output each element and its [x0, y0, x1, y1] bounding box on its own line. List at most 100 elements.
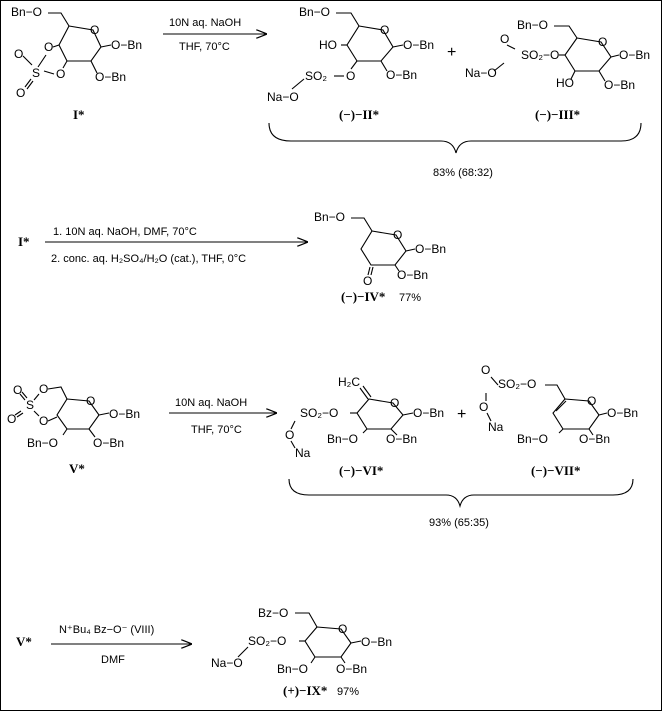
compound-VI: H₂C O O−Bn O−Bn Bn−O SO₂−O O Na (−)−VI* [285, 375, 444, 478]
oxygen-label: O [346, 69, 355, 83]
sulfate-oxygen: O [39, 414, 48, 428]
o-bn-label: O−Bn [397, 268, 428, 282]
o-bn-label: O−Bn [336, 662, 367, 676]
compound-II: Bn−O O O−Bn O−Bn HO O SO₂ Na−O (−)−II* [267, 5, 434, 122]
yield-reaction-2: 77% [399, 292, 421, 304]
sulfate-oxygen: O [14, 47, 23, 61]
bn-o-label: Bn−O [277, 662, 308, 676]
so2-o-label: SO₂−O [300, 406, 338, 420]
o-bn-label: O−Bn [403, 38, 434, 52]
ring-oxygen: O [380, 23, 389, 37]
sulfate-oxygen: O [7, 412, 16, 426]
compound-IX: Bz−O O O−Bn O−Bn Bn−O SO₂−O Na−O (+)−IX*… [211, 606, 392, 698]
reagent-naoh: 10N aq. NaOH [169, 17, 241, 29]
oxygen-label: O [481, 363, 490, 377]
compound-IV: Bn−O O O−Bn O−Bn O (−)−IV* 77% [314, 210, 446, 304]
bn-o-label: Bn−O [517, 432, 548, 446]
compound-label-VI: (−)−VI* [339, 463, 383, 478]
o-bn-label: O−Bn [93, 436, 124, 450]
o-bn-label: O−Bn [95, 70, 126, 84]
sulfate-oxygen: O [44, 40, 53, 54]
reaction-arrow-1: 10N aq. NaOH THF, 70°C [163, 17, 266, 53]
hydroxyl-label: HO [556, 76, 574, 90]
compound-label-IV: (−)−IV* [341, 289, 385, 304]
compound-label-V: V* [69, 461, 85, 476]
bn-o-label: Bn−O [327, 432, 358, 446]
ketone-oxygen: O [363, 274, 372, 288]
bz-o-label: Bz−O [258, 606, 288, 620]
product-brace-1 [268, 122, 642, 154]
sodium-label: Na [488, 420, 504, 434]
ring-oxygen: O [598, 35, 607, 49]
product-brace-2 [288, 478, 634, 509]
na-o-label: Na−O [267, 90, 299, 104]
ring-oxygen: O [390, 396, 399, 410]
o-bn-label: O−Bn [415, 242, 446, 256]
o-bn-label: O−Bn [607, 406, 638, 420]
sulfur-atom: S [32, 66, 40, 80]
start-label-I: I* [18, 234, 30, 249]
na-o-label: Na−O [211, 656, 243, 670]
so2-label: SO₂ [305, 69, 327, 83]
ring-oxygen: O [90, 23, 99, 37]
reaction-arrow-4: N⁺Bu₄ Bz−O⁻ (VIII) DMF [51, 624, 191, 666]
compound-label-II: (−)−II* [339, 107, 379, 122]
bn-o-label: Bn−O [11, 5, 42, 19]
step-1-conditions: 1. 10N aq. NaOH, DMF, 70°C [53, 226, 197, 238]
so2-o-label: SO₂−O [248, 634, 286, 648]
reaction-arrow-3: 10N aq. NaOH THF, 70°C [169, 397, 276, 436]
compound-label-IX: (+)−IX* [283, 683, 327, 698]
ring-oxygen: O [587, 394, 596, 408]
ring-oxygen: O [86, 394, 95, 408]
compound-VII: SO₂−O O O Na O O−Bn O−Bn Bn−O (−)−VII* [479, 363, 638, 478]
compound-label-I: I* [73, 107, 85, 122]
reagent-naoh: 10N aq. NaOH [175, 397, 247, 409]
bn-o-label: Bn−O [314, 210, 345, 224]
yield-reaction-3: 93% (65:35) [429, 517, 489, 529]
yield-reaction-4: 97% [337, 686, 359, 698]
hydroxyl-label: HO [319, 38, 337, 52]
compound-III: Bn−O O O−Bn O−Bn HO SO₂−O O Na−O (−)−III… [465, 18, 650, 122]
reagent-thf-temp: THF, 70°C [179, 41, 230, 53]
oxygen-label: O [500, 32, 509, 46]
reaction-arrow-2: 1. 10N aq. NaOH, DMF, 70°C 2. conc. aq. … [45, 226, 307, 265]
o-bn-label: O−Bn [604, 78, 635, 92]
bn-o-label: Bn−O [517, 18, 548, 32]
bn-o-label: Bn−O [299, 5, 330, 19]
yield-reaction-1: 83% (68:32) [433, 167, 493, 179]
reagent-bu4n-benzoate: N⁺Bu₄ Bz−O⁻ (VIII) [59, 624, 154, 636]
so2-o-label: SO₂−O [498, 377, 536, 391]
plus-sign: + [457, 406, 466, 423]
sulfate-oxygen: O [39, 382, 48, 396]
step-2-conditions: 2. conc. aq. H₂SO₄/H₂O (cat.), THF, 0°C [51, 253, 246, 265]
compound-V: O S O O O O O−Bn O−Bn Bn−O V* [7, 382, 140, 476]
o-bn-label: O−Bn [619, 48, 650, 62]
ring-oxygen: O [393, 228, 402, 242]
o-bn-label: O−Bn [579, 432, 610, 446]
na-o-label: Na−O [465, 66, 497, 80]
oxygen-label: O [285, 428, 294, 442]
o-bn-label: O−Bn [386, 68, 417, 82]
ring-oxygen: O [338, 622, 347, 636]
sodium-label: Na [295, 446, 311, 460]
sulfate-oxygen: O [56, 67, 65, 81]
bn-o-label: Bn−O [27, 436, 58, 450]
compound-label-VII: (−)−VII* [531, 463, 580, 478]
o-bn-label: O−Bn [413, 406, 444, 420]
compound-I: Bn−O O O−Bn O−Bn O O S O O I* [11, 5, 142, 122]
o-bn-label: O−Bn [109, 407, 140, 421]
o-bn-label: O−Bn [386, 432, 417, 446]
compound-label-III: (−)−III* [535, 107, 580, 122]
so2-o-label: SO₂−O [521, 48, 559, 62]
reagent-dmf: DMF [101, 654, 125, 666]
methylene-label: H₂C [338, 375, 360, 389]
o-bn-label: O−Bn [361, 635, 392, 649]
oxygen-label: O [479, 400, 488, 414]
plus-sign: + [447, 44, 456, 61]
start-label-V: V* [16, 634, 32, 649]
sulfate-oxygen: O [16, 86, 25, 100]
sulfur-atom: S [26, 398, 34, 412]
reagent-thf-temp: THF, 70°C [191, 424, 242, 436]
